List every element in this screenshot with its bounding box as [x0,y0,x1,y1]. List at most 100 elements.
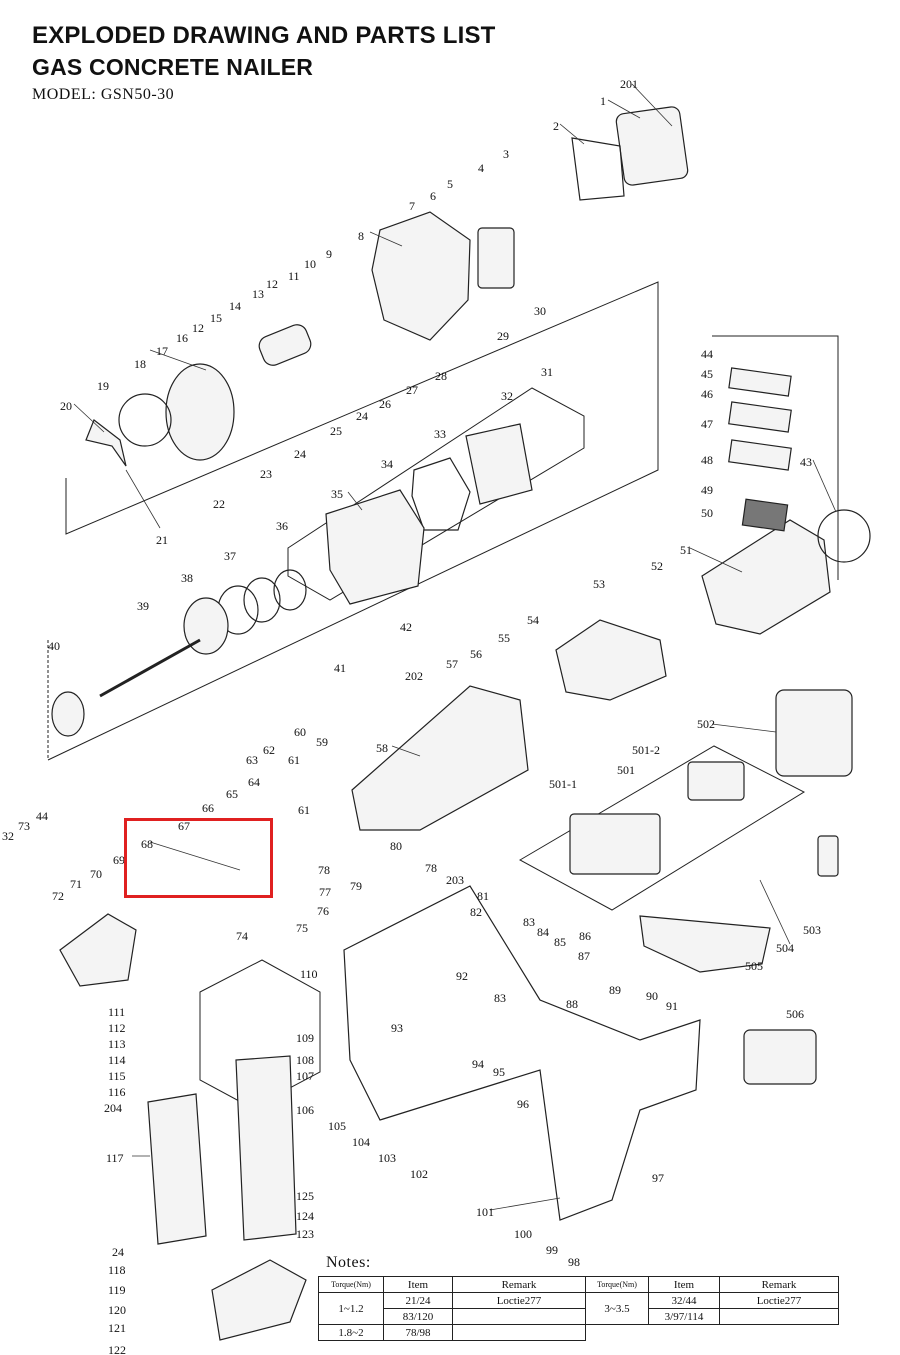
magazine-rail-shape [235,1055,297,1241]
battery-shape [743,1029,817,1085]
callout-95: 95 [493,1065,505,1079]
callout-6: 6 [430,189,436,203]
magazine-cover-shape [147,1093,207,1245]
leader-lines [73,83,837,1211]
callout-49: 49 [701,483,713,497]
callout-12: 12 [266,277,278,291]
ring-shape-3 [273,569,307,611]
head-housing-shape [371,211,471,341]
table-header-row: Torque(Nm) Item Remark Torque(Nm) Item R… [318,1276,839,1293]
torque-cell: 3~3.5 [585,1292,649,1325]
callout-90: 90 [646,989,658,1003]
callout-29: 29 [497,329,509,343]
callout-44: 44 [36,809,48,823]
callout-83: 83 [494,991,506,1005]
callout-66: 66 [202,801,214,815]
callout-57: 57 [446,657,458,671]
callout-82: 82 [470,905,482,919]
callout-78: 78 [318,863,330,877]
callout-60: 60 [294,725,306,739]
callout-32: 32 [501,389,513,403]
callout-105: 105 [328,1119,346,1133]
callout-86: 86 [579,929,591,943]
callout-45: 45 [701,367,713,381]
callout-80: 80 [390,839,402,853]
callout-94: 94 [472,1057,484,1071]
callout-22: 22 [213,497,225,511]
callout-74: 74 [236,929,248,943]
filter-shape [741,498,789,532]
goggles-shape [639,915,771,973]
gasket-ring-shape [411,457,471,531]
callout-87: 87 [578,949,590,963]
callout-24: 24 [356,409,368,423]
remark-cell: Loctie277 [719,1292,839,1309]
item-cell: 3/97/114 [648,1308,720,1325]
callout-121: 121 [108,1321,126,1335]
callout-202: 202 [405,669,423,683]
table-row: 83/120 3/97/114 [319,1308,839,1325]
callout-21: 21 [156,533,168,547]
torque-cell: 1~1.2 [318,1292,384,1325]
callout-104: 104 [352,1135,370,1149]
callout-36: 36 [276,519,288,533]
cover-plate-shape [615,106,689,186]
callout-70: 70 [90,867,102,881]
callout-65: 65 [226,787,238,801]
callout-78: 78 [425,861,437,875]
callout-203: 203 [446,873,464,887]
bumper-shape [51,691,85,737]
callout-108: 108 [296,1053,314,1067]
header-torque-right: Torque(Nm) [585,1276,649,1293]
callout-59: 59 [316,735,328,749]
callout-25: 25 [330,424,342,438]
callout-113: 113 [108,1037,126,1051]
callout-120: 120 [108,1303,126,1317]
callout-8: 8 [358,229,364,243]
callout-84: 84 [537,925,549,939]
callout-505: 505 [745,959,763,973]
callout-98: 98 [568,1255,580,1269]
callout-123: 123 [296,1227,314,1241]
callout-48: 48 [701,453,713,467]
callout-112: 112 [108,1021,126,1035]
callout-51: 51 [680,543,692,557]
callout-5: 5 [447,177,453,191]
item-cell: 83/120 [383,1308,453,1325]
callout-38: 38 [181,571,193,585]
callout-47: 47 [701,417,713,431]
callout-204: 204 [104,1101,122,1115]
callout-106: 106 [296,1103,314,1117]
assembly-frames [47,281,839,1109]
callout-41: 41 [334,661,346,675]
cylinder-shape [701,519,831,635]
table-row: 1~1.2 21/24 Loctie277 3~3.5 32/44 Loctie… [318,1292,839,1325]
callout-13: 13 [252,287,264,301]
callout-55: 55 [498,631,510,645]
page-subtitle: GAS CONCRETE NAILER [32,54,314,80]
callout-17: 17 [156,344,168,358]
main-housing-shape [351,685,529,831]
oil-bottle-shape [817,835,839,877]
callout-115: 115 [108,1069,126,1083]
callout-23: 23 [260,467,272,481]
valve-plate-shape-3 [728,439,792,471]
callout-502: 502 [697,717,715,731]
callout-56: 56 [470,647,482,661]
callout-114: 114 [108,1053,126,1067]
callout-53: 53 [593,577,605,591]
head-port-shape [477,227,515,289]
callout-501-1: 501-1 [549,777,577,791]
callout-1: 1 [600,94,606,108]
body-frame-shape [343,885,701,1221]
callout-92: 92 [456,969,468,983]
callout-100: 100 [514,1227,532,1241]
callout-118: 118 [108,1263,126,1277]
callout-43: 43 [800,455,812,469]
nosepiece-shape [59,913,137,987]
callout-35: 35 [331,487,343,501]
chamber-shape [325,489,425,605]
page-title: EXPLODED DRAWING AND PARTS LIST [32,22,496,49]
chamber-cover-shape [465,423,533,505]
